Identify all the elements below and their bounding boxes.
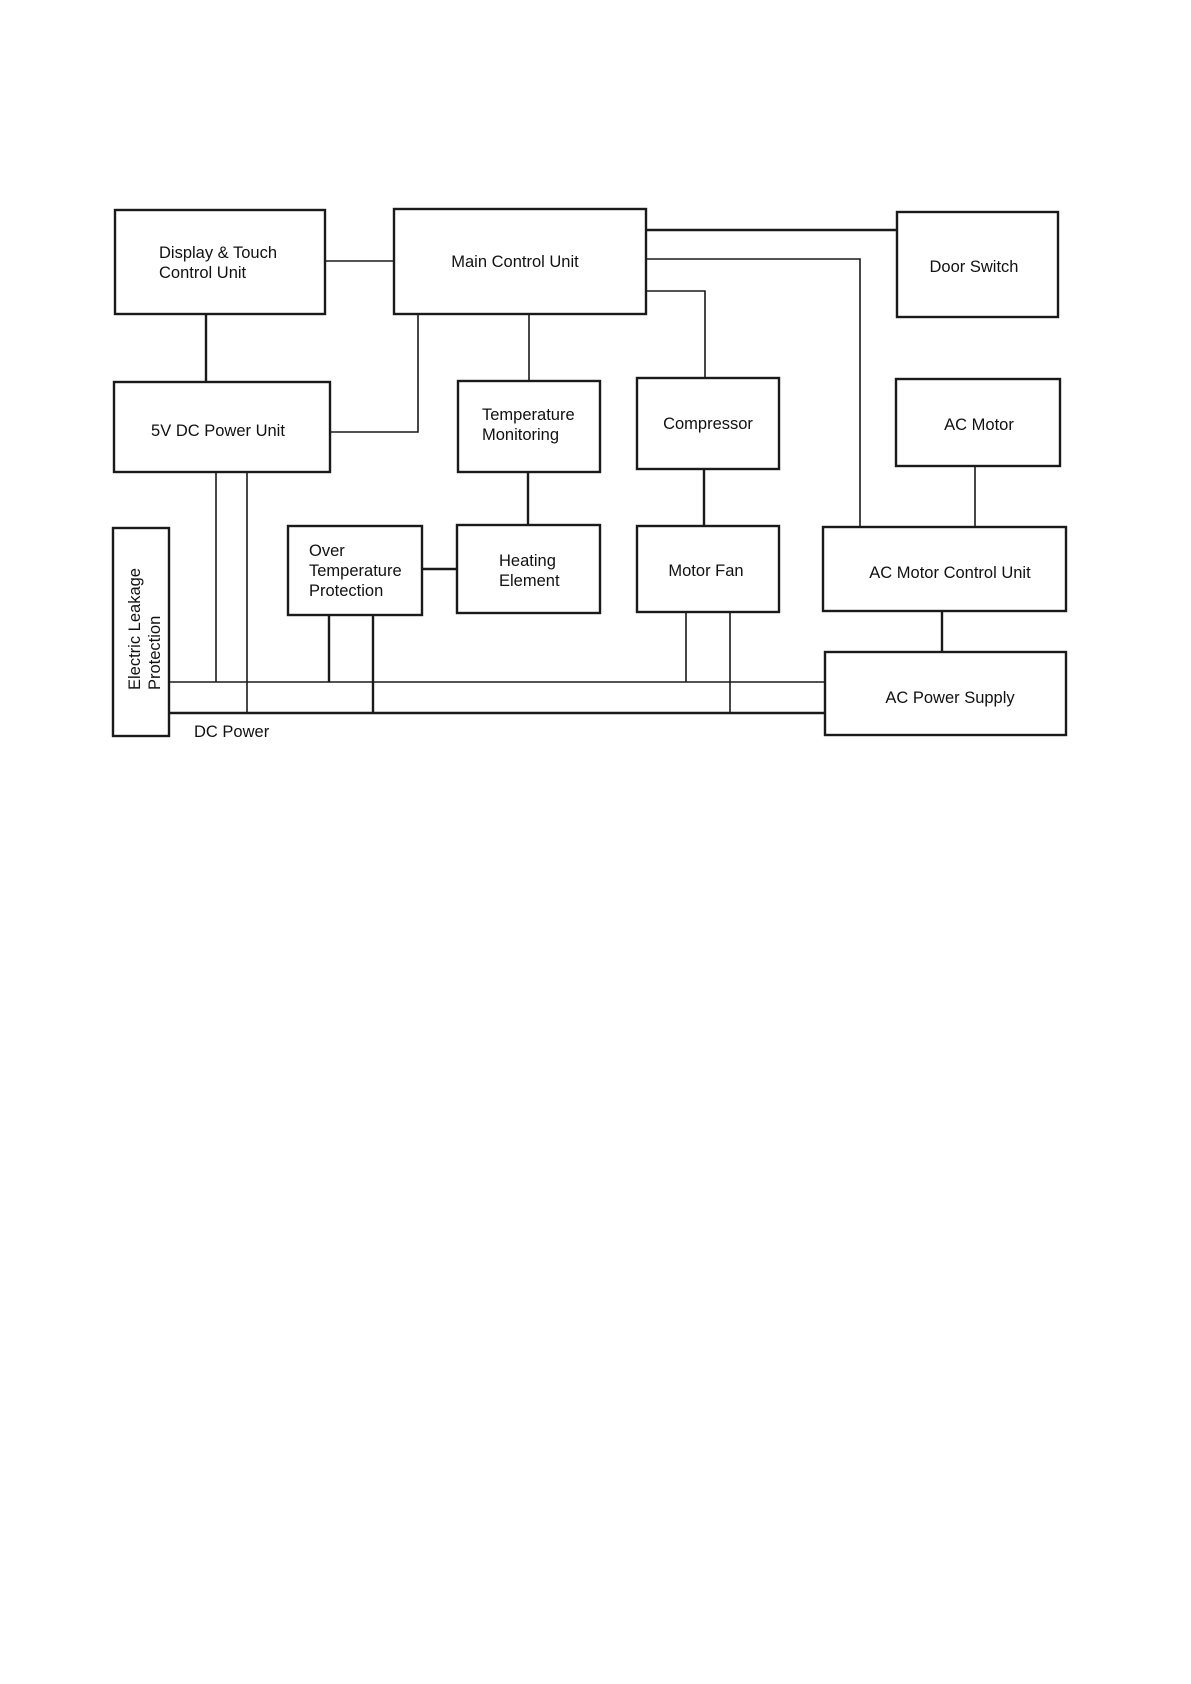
block-temperature-monitoring: Temperature Monitoring: [458, 381, 600, 472]
block-ac-motor-control-unit: AC Motor Control Unit: [823, 527, 1066, 611]
block-compressor: Compressor: [637, 378, 779, 469]
block-main-control-unit: Main Control Unit: [394, 209, 646, 314]
temperature-monitoring-label-line-2: Monitoring: [482, 426, 559, 444]
door-switch-label: Door Switch: [930, 258, 1019, 276]
over-temperature-label-line-1: Over: [309, 542, 345, 560]
main-control-unit-label: Main Control Unit: [451, 253, 579, 271]
display-touch-label-line-1: Display & Touch: [159, 244, 277, 262]
block-ac-motor: AC Motor: [896, 379, 1060, 466]
ac-motor-label: AC Motor: [944, 416, 1014, 434]
over-temperature-label-line-3: Protection: [309, 582, 383, 600]
over-temperature-label-line-2: Temperature: [309, 562, 402, 580]
block-5v-dc-power-unit: 5V DC Power Unit: [114, 382, 330, 472]
wire-main-to-compressor: [646, 291, 705, 378]
block-motor-fan: Motor Fan: [637, 526, 779, 612]
dc-power-unit-label: 5V DC Power Unit: [151, 422, 285, 440]
ac-power-supply-label: AC Power Supply: [885, 689, 1015, 707]
block-electric-leakage-protection: Electric Leakage Protection: [113, 528, 169, 736]
motor-fan-label: Motor Fan: [668, 562, 743, 580]
block-heating-element: Heating Element: [457, 525, 600, 613]
heating-element-label-line-1: Heating: [499, 552, 556, 570]
display-touch-control-unit-box: [115, 210, 325, 314]
block-display-touch-control-unit: Display & Touch Control Unit: [115, 210, 325, 314]
temperature-monitoring-label-line-1: Temperature: [482, 406, 575, 424]
ac-motor-control-unit-label: AC Motor Control Unit: [869, 564, 1031, 582]
electric-leakage-label-line-1: Electric Leakage: [126, 568, 144, 690]
dc-power-label: DC Power: [194, 723, 270, 741]
block-ac-power-supply: AC Power Supply: [825, 652, 1066, 735]
block-over-temperature-protection: Over Temperature Protection: [288, 526, 422, 615]
display-touch-label-line-2: Control Unit: [159, 264, 247, 282]
wire-main-to-dc-power: [330, 314, 418, 432]
compressor-label: Compressor: [663, 415, 753, 433]
block-door-switch: Door Switch: [897, 212, 1058, 317]
heating-element-label-line-2: Element: [499, 572, 560, 590]
electric-leakage-label-line-2: Protection: [146, 616, 164, 690]
